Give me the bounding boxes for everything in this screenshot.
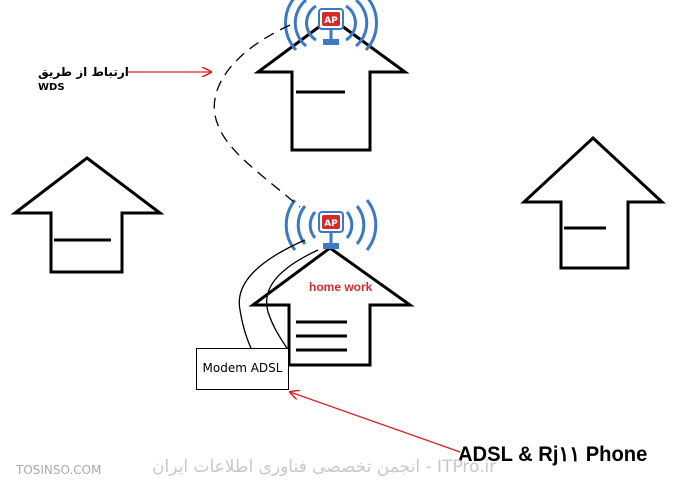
access-point-icon: AP [284, 199, 378, 251]
adsl-phone-label: ADSL & Rj١١ Phone [458, 443, 648, 466]
modem-adsl-box: Modem ADSL [196, 348, 289, 390]
home-work-label: home work [309, 280, 373, 294]
house-left [10, 156, 165, 274]
modem-label: Modem ADSL [202, 361, 283, 375]
cable-ap-to-modem [238, 239, 306, 351]
wds-label-english: WDS [38, 82, 65, 93]
banner-watermark: انجمن تخصصی فناوری اطلاعات ایران - ITPro… [152, 457, 497, 477]
site-watermark: TOSINSO.COM [16, 463, 102, 477]
ap-badge-label: AP [324, 219, 338, 229]
house-home-work [248, 246, 415, 367]
access-point-icon: AP [284, 0, 378, 52]
house-right [520, 135, 666, 270]
ap-badge-label: AP [324, 16, 338, 26]
wds-dashed-link [213, 24, 301, 208]
house-top [253, 16, 410, 152]
cable-ap-to-modem-2 [266, 249, 319, 351]
wds-label-persian: ارتباط از طريق [38, 65, 129, 79]
arrow-pointer-icon [290, 392, 461, 453]
